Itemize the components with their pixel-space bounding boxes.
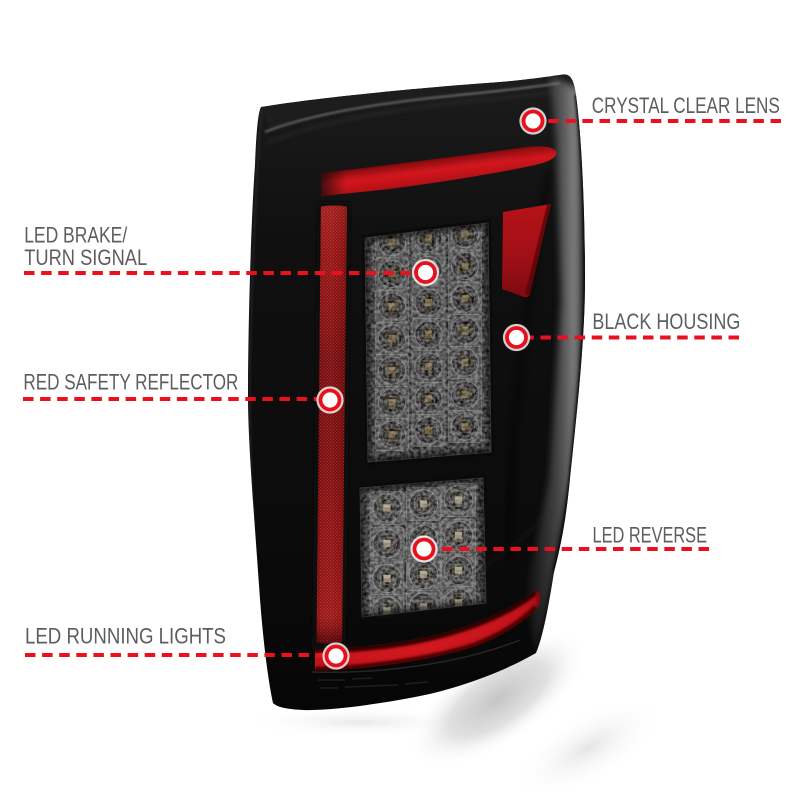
svg-text:LED RUNNING LIGHTS: LED RUNNING LIGHTS bbox=[25, 624, 226, 649]
svg-text:CRYSTAL CLEAR LENS: CRYSTAL CLEAR LENS bbox=[592, 93, 780, 118]
svg-text:TURN SIGNAL: TURN SIGNAL bbox=[24, 245, 147, 270]
svg-text:BLACK HOUSING: BLACK HOUSING bbox=[592, 309, 740, 334]
svg-text:RED SAFETY REFLECTOR: RED SAFETY REFLECTOR bbox=[23, 370, 238, 395]
svg-text:LED REVERSE: LED REVERSE bbox=[593, 523, 708, 548]
svg-text:LED BRAKE/: LED BRAKE/ bbox=[24, 223, 128, 248]
